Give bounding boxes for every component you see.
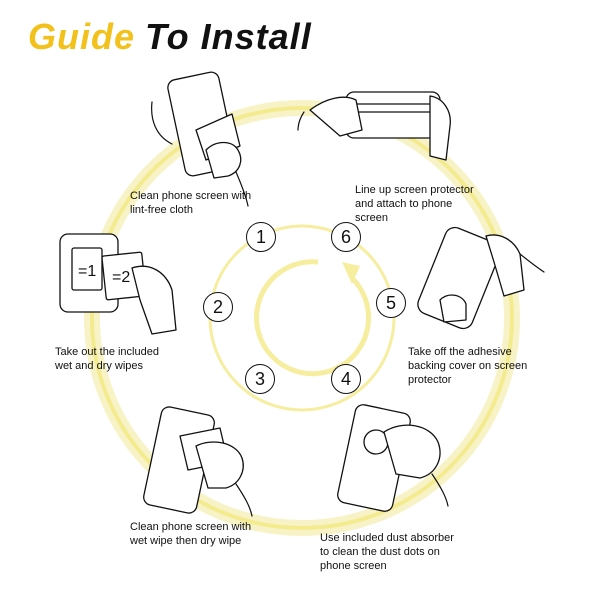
step-3-number: 3 xyxy=(245,364,275,394)
step-6-line-1: Line up screen protector xyxy=(355,184,474,196)
circular-arrow-icon xyxy=(254,259,372,377)
wipes-illustration: =1 =2 xyxy=(59,233,177,335)
align-protector-illustration xyxy=(297,91,451,161)
svg-text:=1: =1 xyxy=(78,263,96,280)
arrow-head-icon xyxy=(342,262,360,284)
outer-ring xyxy=(90,106,514,530)
step-5-line-3: protector xyxy=(408,374,452,386)
step-4-caption: Use included dust absorber to clean the … xyxy=(320,531,454,573)
step-1-caption: Clean phone screen with lint-free cloth xyxy=(130,189,251,217)
step-5-line-1: Take off the adhesive xyxy=(408,346,512,358)
step-4-line-2: to clean the dust dots on xyxy=(320,546,440,558)
step-2-number: 2 xyxy=(203,292,233,322)
wet-wipe-illustration xyxy=(143,406,253,517)
step-6-caption: Line up screen protector and attach to p… xyxy=(355,183,474,225)
step-3-line-2: wet wipe then dry wipe xyxy=(130,535,242,547)
phone-cloth-illustration xyxy=(151,71,249,207)
svg-text:=2: =2 xyxy=(112,269,130,286)
step-6-line-2: and attach to phone xyxy=(355,198,453,210)
step-4-line-3: phone screen xyxy=(320,560,387,572)
step-6-line-3: screen xyxy=(355,212,389,224)
step-2-line-2: wet and dry wipes xyxy=(55,360,144,372)
step-1-number: 1 xyxy=(246,222,276,252)
dust-absorber-illustration xyxy=(337,404,449,512)
step-5-line-2: backing cover on screen xyxy=(408,360,528,372)
peel-backing-illustration xyxy=(417,226,545,330)
title-word-to-install: To Install xyxy=(145,16,312,57)
step-5-caption: Take off the adhesive backing cover on s… xyxy=(408,345,527,387)
step-3-caption: Clean phone screen with wet wipe then dr… xyxy=(130,520,251,548)
step-5-number: 5 xyxy=(376,288,406,318)
step-6-number: 6 xyxy=(331,222,361,252)
title-word-guide: Guide xyxy=(28,16,136,57)
step-3-line-1: Clean phone screen with xyxy=(130,521,252,533)
step-2-caption: Take out the included wet and dry wipes xyxy=(55,345,159,373)
step-1-line-2: lint-free cloth xyxy=(130,204,193,216)
step-2-line-1: Take out the included xyxy=(55,346,159,358)
step-4-number: 4 xyxy=(331,364,361,394)
step-4-line-1: Use included dust absorber xyxy=(320,532,454,544)
step-1-line-1: Clean phone screen with xyxy=(130,190,252,202)
